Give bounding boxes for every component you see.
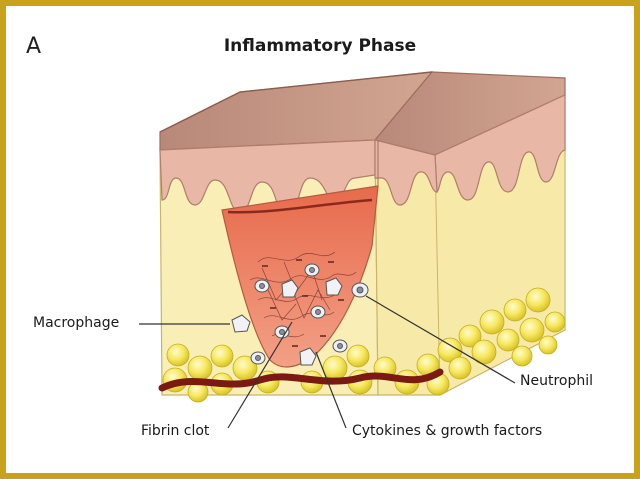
neutrophil-leader <box>365 295 516 384</box>
macrophage-cells <box>231 277 343 366</box>
cell <box>304 263 320 277</box>
panel-letter: A <box>26 34 42 59</box>
cell <box>325 277 343 296</box>
cytokine-dashes <box>262 259 344 347</box>
fibrin-clot-leader <box>227 321 293 429</box>
macrophage-label: Macrophage <box>33 315 120 331</box>
cell <box>332 339 348 353</box>
cytokines-label: Cytokines & growth factors <box>352 423 543 439</box>
cytokines-leader <box>315 351 347 429</box>
blood-vessel <box>158 368 444 392</box>
scab-line <box>227 198 373 214</box>
skin-surface <box>159 71 566 156</box>
neutrophil-cells <box>250 263 369 365</box>
leader-lines <box>139 295 516 429</box>
neutrophil-label: Neutrophil <box>520 373 594 389</box>
cell <box>299 347 317 366</box>
cell <box>254 279 270 293</box>
macrophage-cell <box>231 314 251 333</box>
epidermis-right <box>374 94 566 206</box>
cell <box>274 325 290 339</box>
cell <box>310 305 326 319</box>
cell <box>281 279 299 298</box>
fibrin-clot-label: Fibrin clot <box>141 423 210 439</box>
cell <box>250 351 266 365</box>
neutrophil-cell <box>351 282 369 298</box>
figure-title: Inflammatory Phase <box>223 36 417 56</box>
